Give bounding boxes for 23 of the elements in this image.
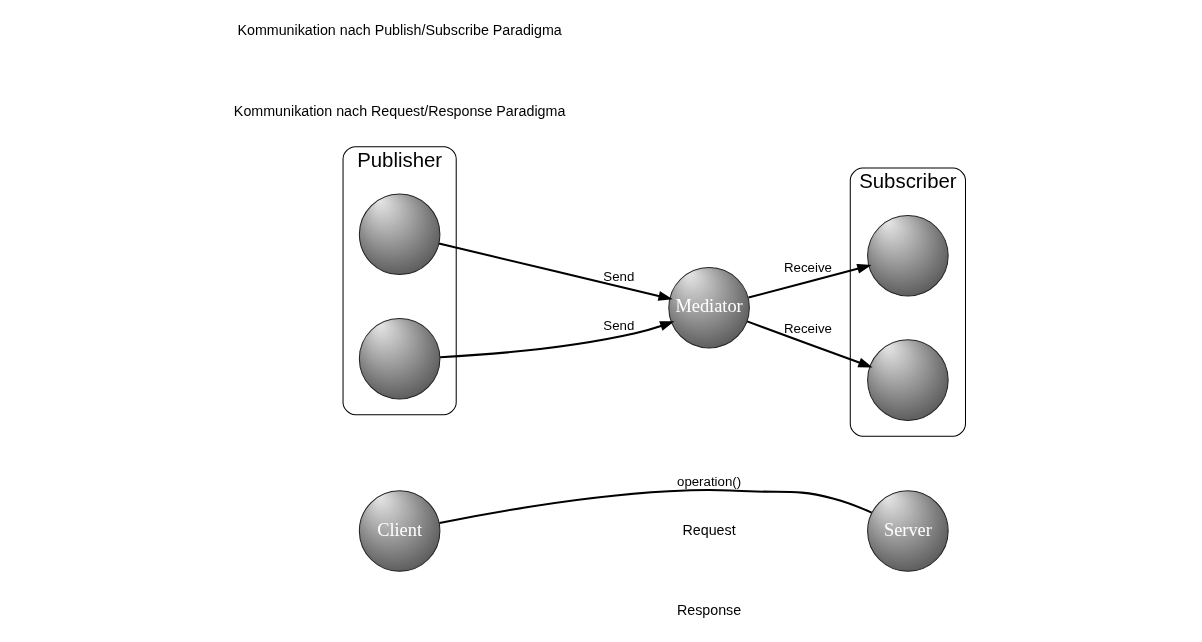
edge-label: Receive [783,259,832,275]
node-circle [866,338,949,421]
cluster: Publisher [342,145,457,415]
node-circle [358,193,440,275]
edge-label: operation() [676,473,741,489]
node-circle: Mediator [667,266,750,348]
cluster: Subscriber [849,167,966,437]
arrow [438,241,673,301]
edge-label: Receive [783,320,832,336]
node-circle [358,317,440,399]
node-circle: Client [358,489,440,572]
node-circle [866,214,949,296]
edge-label: Send [602,268,634,284]
connector [438,488,872,524]
node-circle: Server [866,489,949,572]
arrow [439,320,674,358]
arrow [747,263,872,299]
arrow [746,319,873,367]
label: Kommunikation nach Request/Response Paradigma [233,102,565,119]
label: Response [676,601,741,618]
edge-label: Send [602,317,634,333]
label: Kommunikation nach Publish/Subscribe Paradigma [236,21,562,38]
label: Request [681,521,736,538]
